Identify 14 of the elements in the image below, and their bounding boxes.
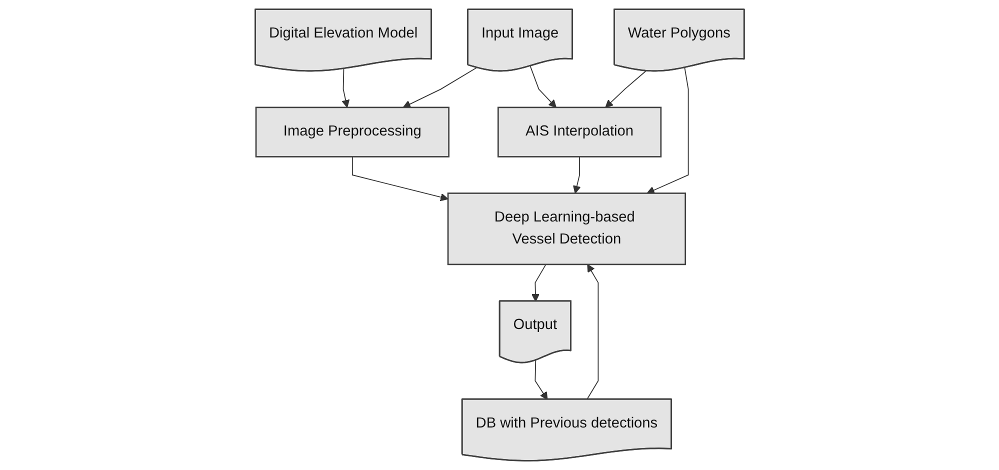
arrow: [530, 66, 556, 108]
arrow: [534, 360, 548, 400]
arrow: [604, 70, 646, 108]
arrow: [531, 264, 546, 302]
arrow: [572, 156, 581, 194]
arrow: [402, 67, 477, 108]
node-box: [255, 106, 450, 158]
arrow: [586, 264, 598, 400]
arrow: [341, 68, 350, 108]
node-box: [497, 106, 662, 158]
arrow: [646, 67, 689, 194]
node-box: [447, 192, 686, 266]
arrow: [352, 156, 448, 202]
flowchart: Digital Elevation Model Input Image Water Polygons Image Preprocessing AIS Interpolation Deep Learning-based Vessel Detection Output DB with Previous detections: [248, 2, 752, 468]
